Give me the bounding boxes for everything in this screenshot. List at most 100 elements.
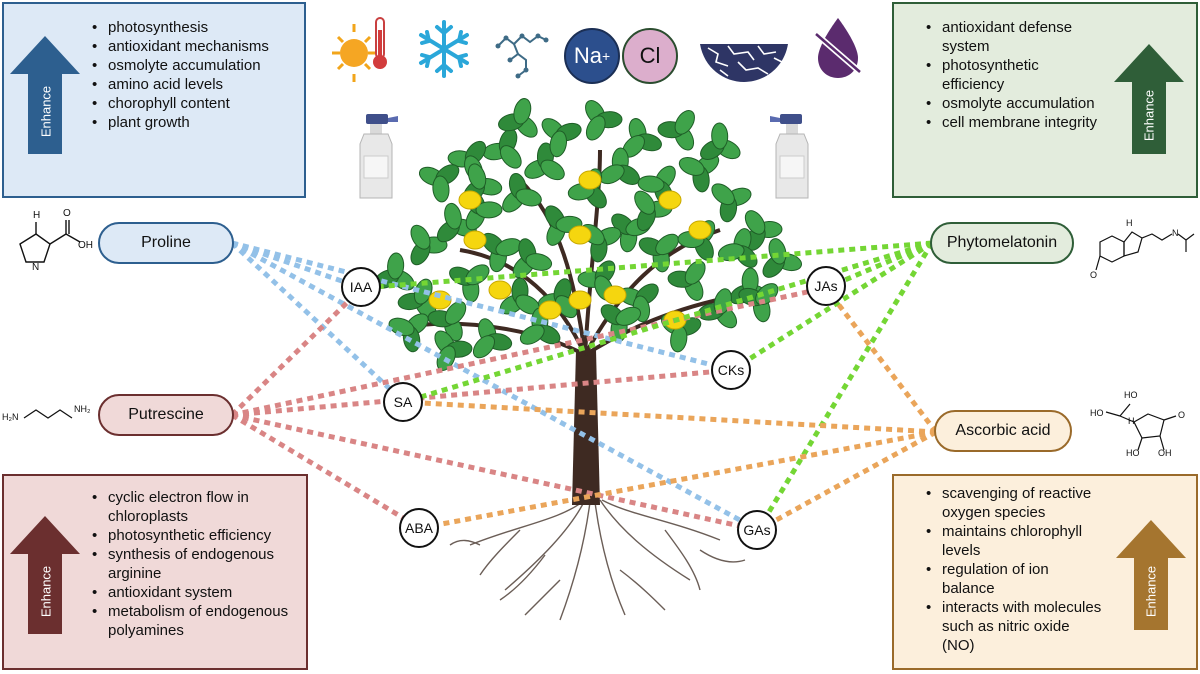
leaf (674, 110, 695, 135)
line-phyto-jas (825, 240, 933, 291)
leaf-cluster (657, 110, 695, 151)
lemon-fruit (688, 220, 712, 240)
lemon-fruit (488, 280, 512, 300)
leaf-cluster (599, 147, 640, 185)
leaf-cluster (718, 228, 758, 268)
list-item: antioxidant defense system (924, 18, 1104, 56)
leaf (475, 201, 503, 219)
list-item: cell membrane integrity (924, 113, 1104, 132)
hormone-node-cks: CKs (711, 350, 751, 390)
enhance-arrow-icon (10, 36, 80, 154)
leaf (432, 175, 450, 203)
list-item: photosynthetic efficiency (90, 526, 302, 545)
leaf-cluster (700, 122, 741, 160)
leaf (655, 233, 679, 256)
leaf (637, 175, 665, 193)
effects-list: cyclic electron flow in chloroplasts pho… (90, 488, 302, 640)
lemon-fruit (568, 225, 592, 245)
list-item: chorophyll content (90, 94, 300, 113)
leaf-cluster (512, 238, 553, 279)
phytomelatonin-pill: Phytomelatonin (930, 222, 1074, 264)
list-item: osmolyte accumulation (924, 94, 1104, 113)
line-putrescine-gas (231, 412, 759, 533)
leaf (465, 264, 490, 286)
leaf-cluster (481, 232, 522, 273)
enhance-label: Enhance (38, 85, 54, 138)
leaf (634, 190, 656, 215)
line-ascorbic-sa (403, 399, 937, 435)
list-item: maintains chlorophyll levels (924, 522, 1104, 560)
leaf-cluster (418, 164, 460, 203)
ascorbic-molecule-icon (1105, 403, 1177, 451)
putrescine-right-label: NH₂ (74, 404, 91, 414)
lemon-fruit (658, 190, 682, 210)
tree-roots (449, 499, 746, 621)
leaf (515, 188, 542, 207)
enhance-arrow-icon (1114, 44, 1184, 154)
list-item: regulation of ion balance (924, 560, 1104, 598)
leaf-cluster (585, 100, 623, 141)
ascorbic-o-label: O (1178, 410, 1186, 420)
line-ascorbic-jas (824, 286, 938, 434)
leaf-cluster (482, 128, 522, 169)
lemon-fruit (568, 290, 592, 310)
list-item: synthesis of endogenous arginine (90, 545, 302, 583)
list-item: antioxidant mechanisms (90, 37, 300, 56)
leaf (540, 159, 565, 181)
line-phyto-iaa (361, 240, 933, 291)
tree-leaves (374, 98, 802, 371)
leaf (678, 157, 705, 176)
ascorbic-ho3-label: HO (1126, 448, 1140, 458)
line-proline-cks (231, 240, 733, 373)
leaf (444, 202, 462, 230)
hormone-node-jas: JAs (806, 266, 846, 306)
proline-effects-box: Enhance photosynthesis antioxidant mecha… (2, 2, 306, 198)
spray-bottle-icon (770, 114, 809, 199)
leaf (444, 301, 467, 325)
enhance-label: Enhance (1143, 565, 1159, 618)
leaf (472, 335, 496, 359)
phytomelatonin-effects-box: antioxidant defense system photosyntheti… (892, 2, 1198, 198)
leaf-cluster (622, 118, 662, 158)
effects-list: antioxidant defense system photosyntheti… (924, 18, 1104, 132)
arrow-shape (10, 36, 80, 154)
melatonin-molecule-icon (1095, 231, 1195, 271)
leaf (525, 253, 553, 271)
putrescine-pill: Putrescine (98, 394, 234, 436)
leaf-cluster (711, 183, 752, 223)
leaf-cluster (600, 304, 642, 343)
leaf-cluster (667, 260, 706, 301)
proline-molecule-icon (19, 220, 81, 263)
list-item: amino acid levels (90, 75, 300, 94)
leaf (519, 324, 545, 345)
ascorbic-oh-label: OH (1158, 448, 1172, 458)
line-phyto-sa (403, 240, 933, 405)
list-item: photosynthesis (90, 18, 300, 37)
line-putrescine-iaa (230, 286, 364, 417)
leaf (513, 98, 532, 125)
effects-list: photosynthesis antioxidant mechanisms os… (90, 18, 300, 132)
enhance-arrow-icon (10, 516, 80, 634)
arrow-shape (1116, 520, 1186, 630)
list-item: metabolism of endogenous polyamines (90, 602, 302, 640)
list-item: plant growth (90, 113, 300, 132)
leaf-cluster (544, 205, 583, 246)
leaf-cluster (762, 238, 802, 278)
leaf (711, 183, 735, 206)
sodium-charge: + (601, 48, 611, 64)
leaf-cluster (472, 318, 513, 359)
leaf-cluster (374, 252, 415, 291)
enhance-label: Enhance (38, 565, 54, 618)
enhance-label: Enhance (1141, 89, 1157, 142)
leaf-cluster (519, 307, 561, 345)
putrescine-effects-box: Enhance cyclic electron flow in chloropl… (2, 474, 308, 670)
line-putrescine-jas (231, 285, 827, 418)
leaf-cluster (580, 223, 622, 263)
leaf-cluster (427, 301, 467, 342)
proline-o-label: O (63, 208, 71, 219)
sodium-ion-icon: Na+ (564, 28, 620, 84)
proline-h-label: H (33, 210, 41, 221)
ascorbic-ho1-label: HO (1124, 390, 1138, 400)
leaf (744, 210, 766, 235)
